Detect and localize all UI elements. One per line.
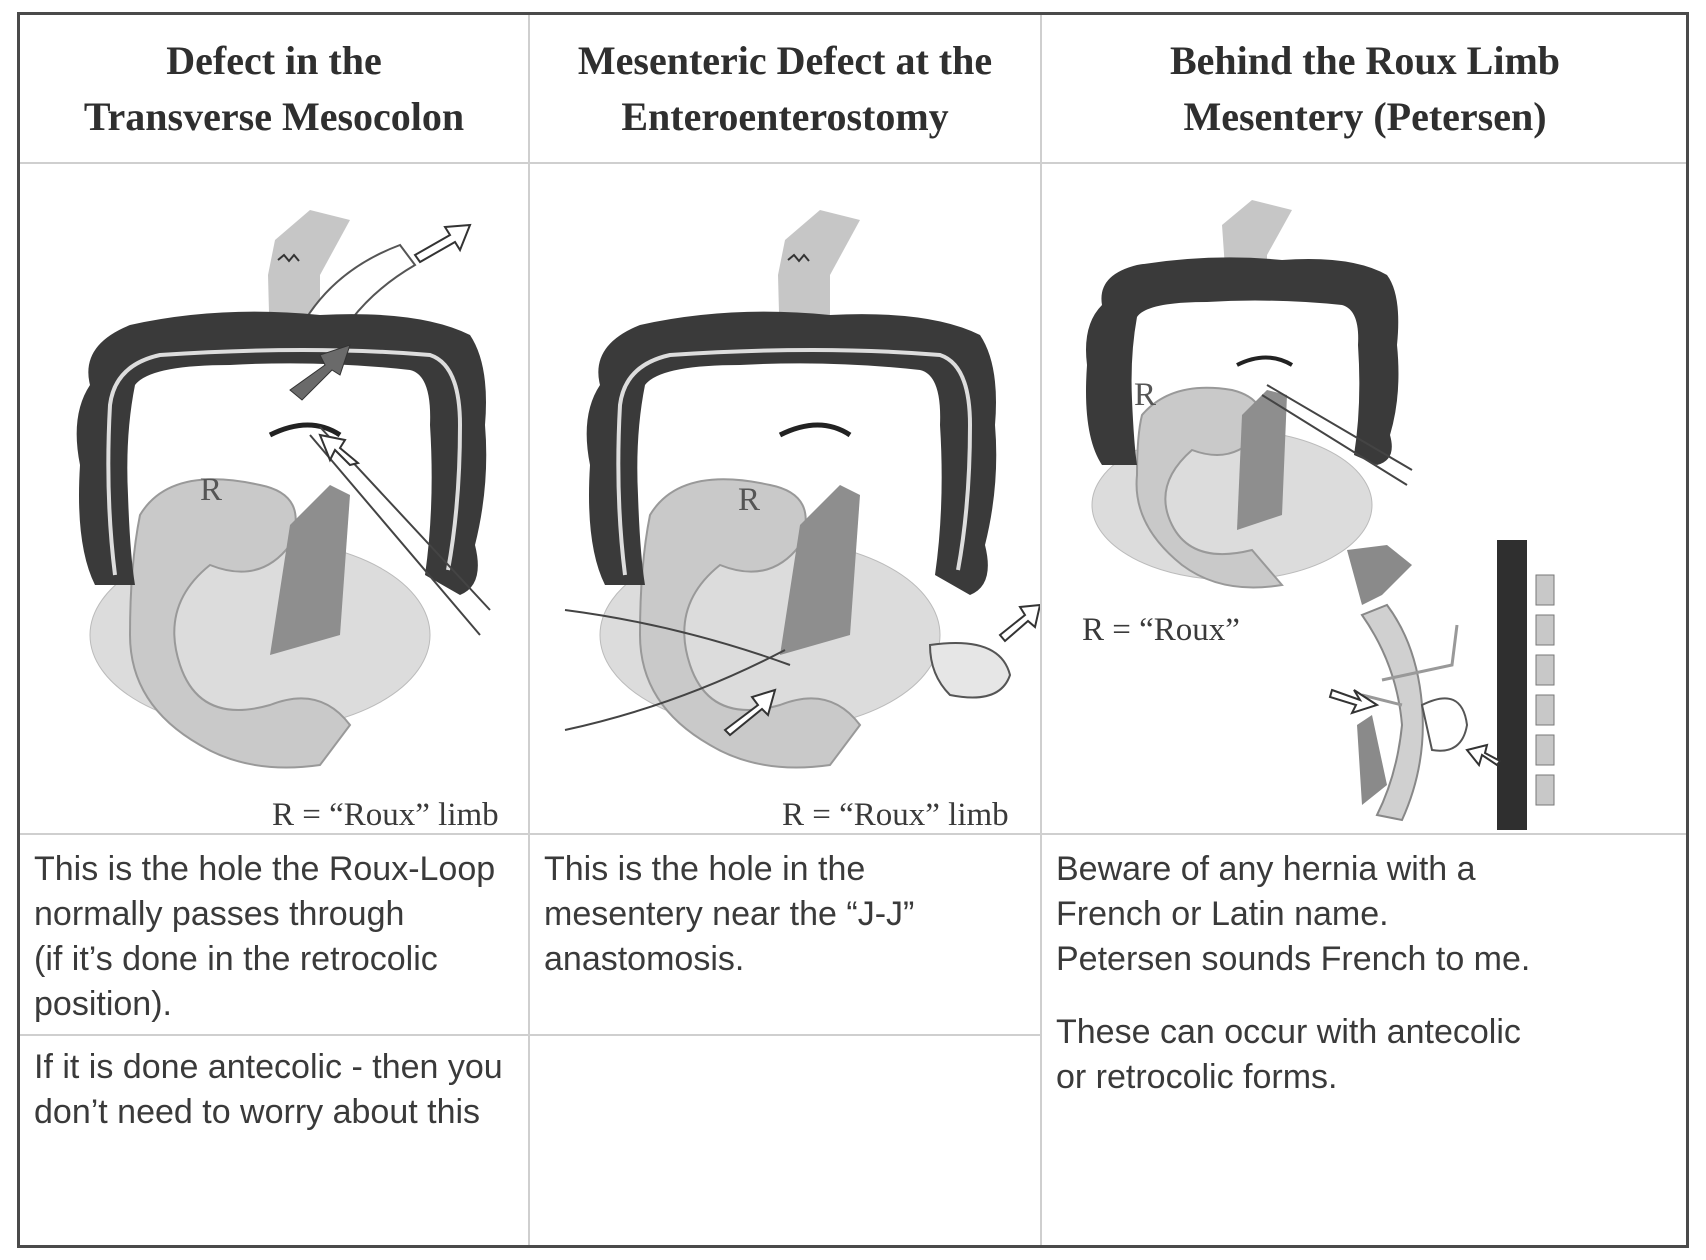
column-header-mesenteric-defect: Mesenteric Defect at the Enteroenterosto… [577,38,993,139]
figure-caption: R = “Roux” limb [782,797,1009,833]
column-divider [1040,15,1042,1245]
colon-illustration: R [76,210,491,769]
figure-petersen: R R = “Roux” [1042,165,1688,921]
figure-transverse-mesocolon: R R = “Roux” limb [20,165,528,921]
column-header-petersen: Behind the Roux Limb Mesentery (Petersen… [1169,38,1561,139]
note-antecolic: If it is done antecolic - then you don’t… [34,1048,503,1131]
note-transverse-mesocolon: This is the hole the Roux-Loop normally … [34,850,496,1023]
column-header-transverse-mesocolon: Defect in the Transverse Mesocolon [83,38,465,139]
row-divider [20,1034,1040,1036]
roux-limb-label: R [200,472,222,508]
figure-caption: R = “Roux” [1082,612,1240,648]
hernia-comparison-table: Defect in the Transverse Mesocolon Mesen… [17,12,1689,1248]
vertebra-icon [1497,540,1527,830]
roux-limb-label: R [1134,377,1156,413]
note-mesenteric-defect: This is the hole in the mesentery near t… [544,850,915,978]
colon-illustration: R [1086,200,1555,830]
column-divider [528,15,530,1245]
row-divider [20,833,1686,835]
note-petersen: Beware of any hernia with a French or La… [1056,850,1531,978]
arrow-icon [1328,688,1380,715]
figure-mesenteric-defect: R R = “Roux” limb [530,165,1040,921]
note-antecolic-retrocolic: These can occur with antecolic or retroc… [1056,1013,1521,1096]
roux-limb-label: R [738,482,760,518]
row-divider [20,162,1686,164]
colon-illustration: R [564,210,1040,769]
figure-caption: R = “Roux” limb [272,797,499,833]
